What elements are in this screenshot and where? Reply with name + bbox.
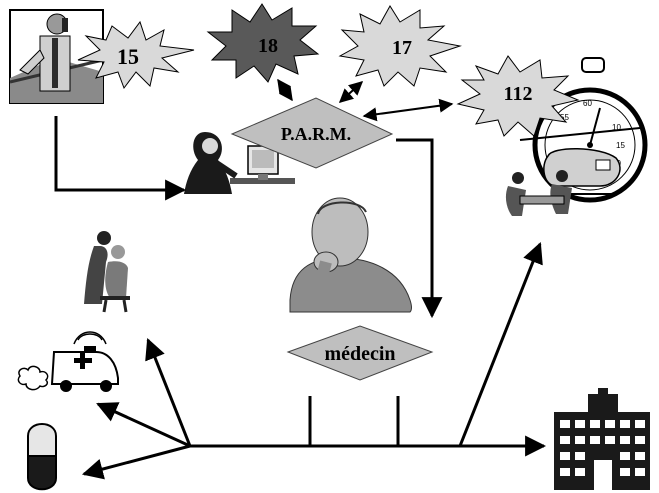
medecin-label: médecin [324,343,395,365]
rescue-team-icon [505,170,572,216]
svg-text:15: 15 [616,141,625,150]
arrow-caller-to-operator [54,116,187,201]
burst-15: 15 [77,20,195,90]
medecin-node: médecin [286,325,434,381]
svg-text:60: 60 [583,99,592,108]
svg-text:10: 10 [612,123,621,132]
arrow-parm-17 [338,81,364,103]
home-doctor-icon [84,231,130,313]
pill-icon [27,423,57,491]
hospital-icon [554,388,650,490]
ambulance-icon [17,331,119,392]
burst-17-label: 17 [392,37,412,59]
burst-18-label: 18 [258,35,278,57]
arrow-to-ambulance [96,402,191,448]
regulator-operator-icon [184,132,295,194]
arrow-to-home-doctor [145,338,192,447]
arrow-parm-to-medecin [396,138,443,319]
arrow-to-pill [81,444,191,480]
svg-text:55: 55 [560,113,569,122]
arrow-to-smur [458,242,543,447]
doctor-thinking-icon [289,197,412,313]
arrow-parm-112 [362,98,454,122]
arrow-parm-18 [277,78,293,102]
burst-17: 17 [338,5,462,87]
burst-112-label: 112 [504,83,533,105]
connectors [54,78,547,480]
burst-15-label: 15 [117,44,139,69]
parm-node: P.A.R.M. [230,97,394,169]
parm-label: P.A.R.M. [281,124,351,144]
burst-18: 18 [206,3,320,83]
burst-112: 112 [456,55,580,137]
